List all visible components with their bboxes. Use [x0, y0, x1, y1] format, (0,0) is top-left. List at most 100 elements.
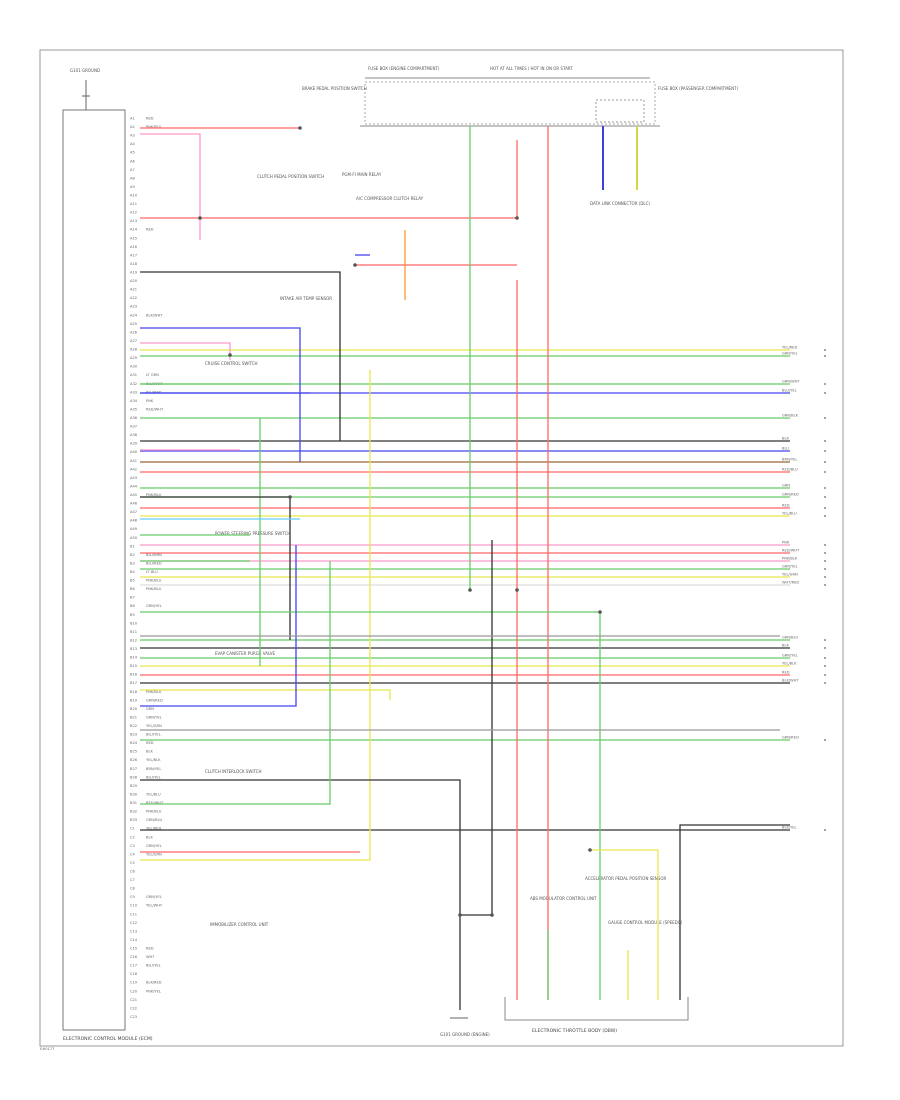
abs-module-label: ABS MODULATOR CONTROL UNIT	[530, 896, 597, 901]
brake-switch-label: BRAKE PEDAL POSITION SWITCH	[302, 86, 367, 91]
right-wire-label: WHT/RED	[782, 581, 799, 585]
ecm-pin-label: A39	[130, 442, 138, 446]
ecm-pin-label: B2	[130, 553, 135, 557]
ecm-pin-label: B16	[130, 673, 138, 677]
ecm-pin-label: A4	[130, 142, 135, 146]
ecm-pin-label: B15	[130, 664, 137, 668]
ecm-pin-label: A45	[130, 493, 137, 497]
ecm-pin-label: A46	[130, 502, 138, 506]
routed-wire	[140, 327, 301, 462]
ac-relay-label: A/C COMPRESSOR CLUTCH RELAY	[356, 196, 424, 201]
fuse-box-main	[364, 81, 656, 125]
routed-wire	[140, 779, 461, 1010]
splice-point	[490, 913, 494, 917]
ecm-pin-label: A5	[130, 151, 135, 155]
ecm-wire-color-label: PNK/BLU	[146, 810, 162, 814]
ecm-pin-label: C17	[130, 964, 137, 968]
gauge-assembly-label: GAUGE CONTROL MODULE (SPEEDO)	[608, 920, 683, 925]
ecm-pin-label: A10	[130, 194, 138, 198]
ecm-wire-color-label: RED/WHT	[146, 407, 164, 411]
splice-point	[468, 588, 472, 592]
ecm-pin-label: C4	[130, 852, 136, 856]
ecm-pin-label: B31	[130, 801, 137, 805]
ecm-pin-label: C13	[130, 929, 137, 933]
immobilizer-label: IMMOBILIZER CONTROL UNIT	[210, 922, 269, 927]
ecm-pin-label: B23	[130, 733, 137, 737]
right-terminal	[824, 829, 826, 831]
right-wire-label: BLU	[782, 447, 789, 451]
ecm-pin-label: C6	[130, 869, 136, 873]
ecm-pin-label: A15	[130, 236, 137, 240]
right-wire-label: GRN/BLK	[782, 414, 799, 418]
iat-sensor-label: INTAKE AIR TEMP SENSOR	[280, 296, 332, 301]
right-terminal	[824, 665, 826, 667]
right-terminal	[824, 552, 826, 554]
ecm-pin-label: A32	[130, 382, 137, 386]
ecm-pin-label: C16	[130, 955, 138, 959]
ecm-pin-label: C8	[130, 887, 136, 891]
right-terminal	[824, 461, 826, 463]
throttle-body-box	[504, 997, 689, 1021]
ecm-wire-color-label: BLU/RED	[146, 390, 162, 394]
ecm-pin-label: A27	[130, 339, 137, 343]
splice-point	[598, 610, 602, 614]
ecm-pin-label: C21	[130, 998, 137, 1002]
ecm-wire-color-label: WHT	[146, 955, 155, 959]
right-terminal	[824, 471, 826, 473]
ecm-pin-label: A43	[130, 476, 137, 480]
right-terminal	[824, 417, 826, 419]
ecm-pin-label: B4	[130, 570, 135, 574]
ecm-pin-label: A35	[130, 407, 137, 411]
ecm-pin-label: C5	[130, 861, 135, 865]
cruise-switch-label: CRUISE CONTROL SWITCH	[205, 361, 258, 366]
ecm-pin-label: A1	[130, 117, 135, 121]
right-terminal	[824, 392, 826, 394]
ecm-pin-label: A30	[130, 365, 138, 369]
ecm-pin-label: A19	[130, 271, 138, 275]
ecm-pin-label: C10	[130, 904, 138, 908]
ecm-pin-label: C7	[130, 878, 135, 882]
right-wire-label: RED	[782, 504, 790, 508]
right-wire-label: GRN/YEL	[782, 565, 798, 569]
right-wire-label: RED/BLU	[782, 468, 798, 472]
ecm-pin-label: A37	[130, 425, 137, 429]
ecm-pin-label: B27	[130, 767, 137, 771]
ecm-pin-label: B5	[130, 579, 135, 583]
ecm-pin-label: A21	[130, 288, 137, 292]
right-wire-label: BLK	[782, 644, 789, 648]
ecm-pin-label: B20	[130, 707, 138, 711]
splice-point	[228, 353, 232, 357]
ecm-wire-color-label: PNK/BLU	[146, 493, 162, 497]
splice-point	[198, 216, 202, 220]
splice-point	[515, 588, 519, 592]
ecm-pin-label: A2	[130, 125, 135, 129]
right-terminal	[824, 440, 826, 442]
ecm-pin-label: B22	[130, 724, 137, 728]
ecm-wire-color-label: RED	[146, 117, 154, 121]
ecm-pin-label: C22	[130, 1006, 137, 1010]
ecm-pin-label: A6	[130, 159, 135, 163]
ecm-pin-label: A7	[130, 168, 135, 172]
ecm-wire-color-label: BLK	[146, 835, 153, 839]
ecm-label: ELECTRONIC CONTROL MODULE (ECM)	[63, 1036, 153, 1042]
ecm-box	[62, 109, 126, 1031]
ecm-wire-color-label: LT BLU	[146, 570, 158, 574]
ecm-pin-label: A24	[130, 313, 138, 317]
wire-harness	[140, 126, 790, 1010]
evap-valve-label: EVAP CANISTER PURGE VALVE	[215, 651, 275, 656]
right-wire-label: GRN	[782, 484, 790, 488]
splice-point	[458, 913, 462, 917]
ecm-pin-label: A3	[130, 134, 135, 138]
right-wire-label: BLK/WHT	[782, 679, 799, 683]
ecm-pin-label: B13	[130, 647, 137, 651]
ecm-pin-label: A20	[130, 279, 138, 283]
fuse-box-dash-label: FUSE BOX (PASSENGER COMPARTMENT)	[658, 86, 739, 91]
ecm-wire-color-label: BLK/RED	[146, 981, 162, 985]
footer-code: E#0177	[40, 1047, 54, 1051]
ecm-pin-label: B14	[130, 656, 138, 660]
ecm-pin-label: A13	[130, 219, 137, 223]
ecm-wire-color-label: YEL/GRN	[146, 724, 162, 728]
routed-wire	[140, 271, 341, 441]
right-terminal	[824, 647, 826, 649]
ecm-pin-label: C18	[130, 972, 138, 976]
